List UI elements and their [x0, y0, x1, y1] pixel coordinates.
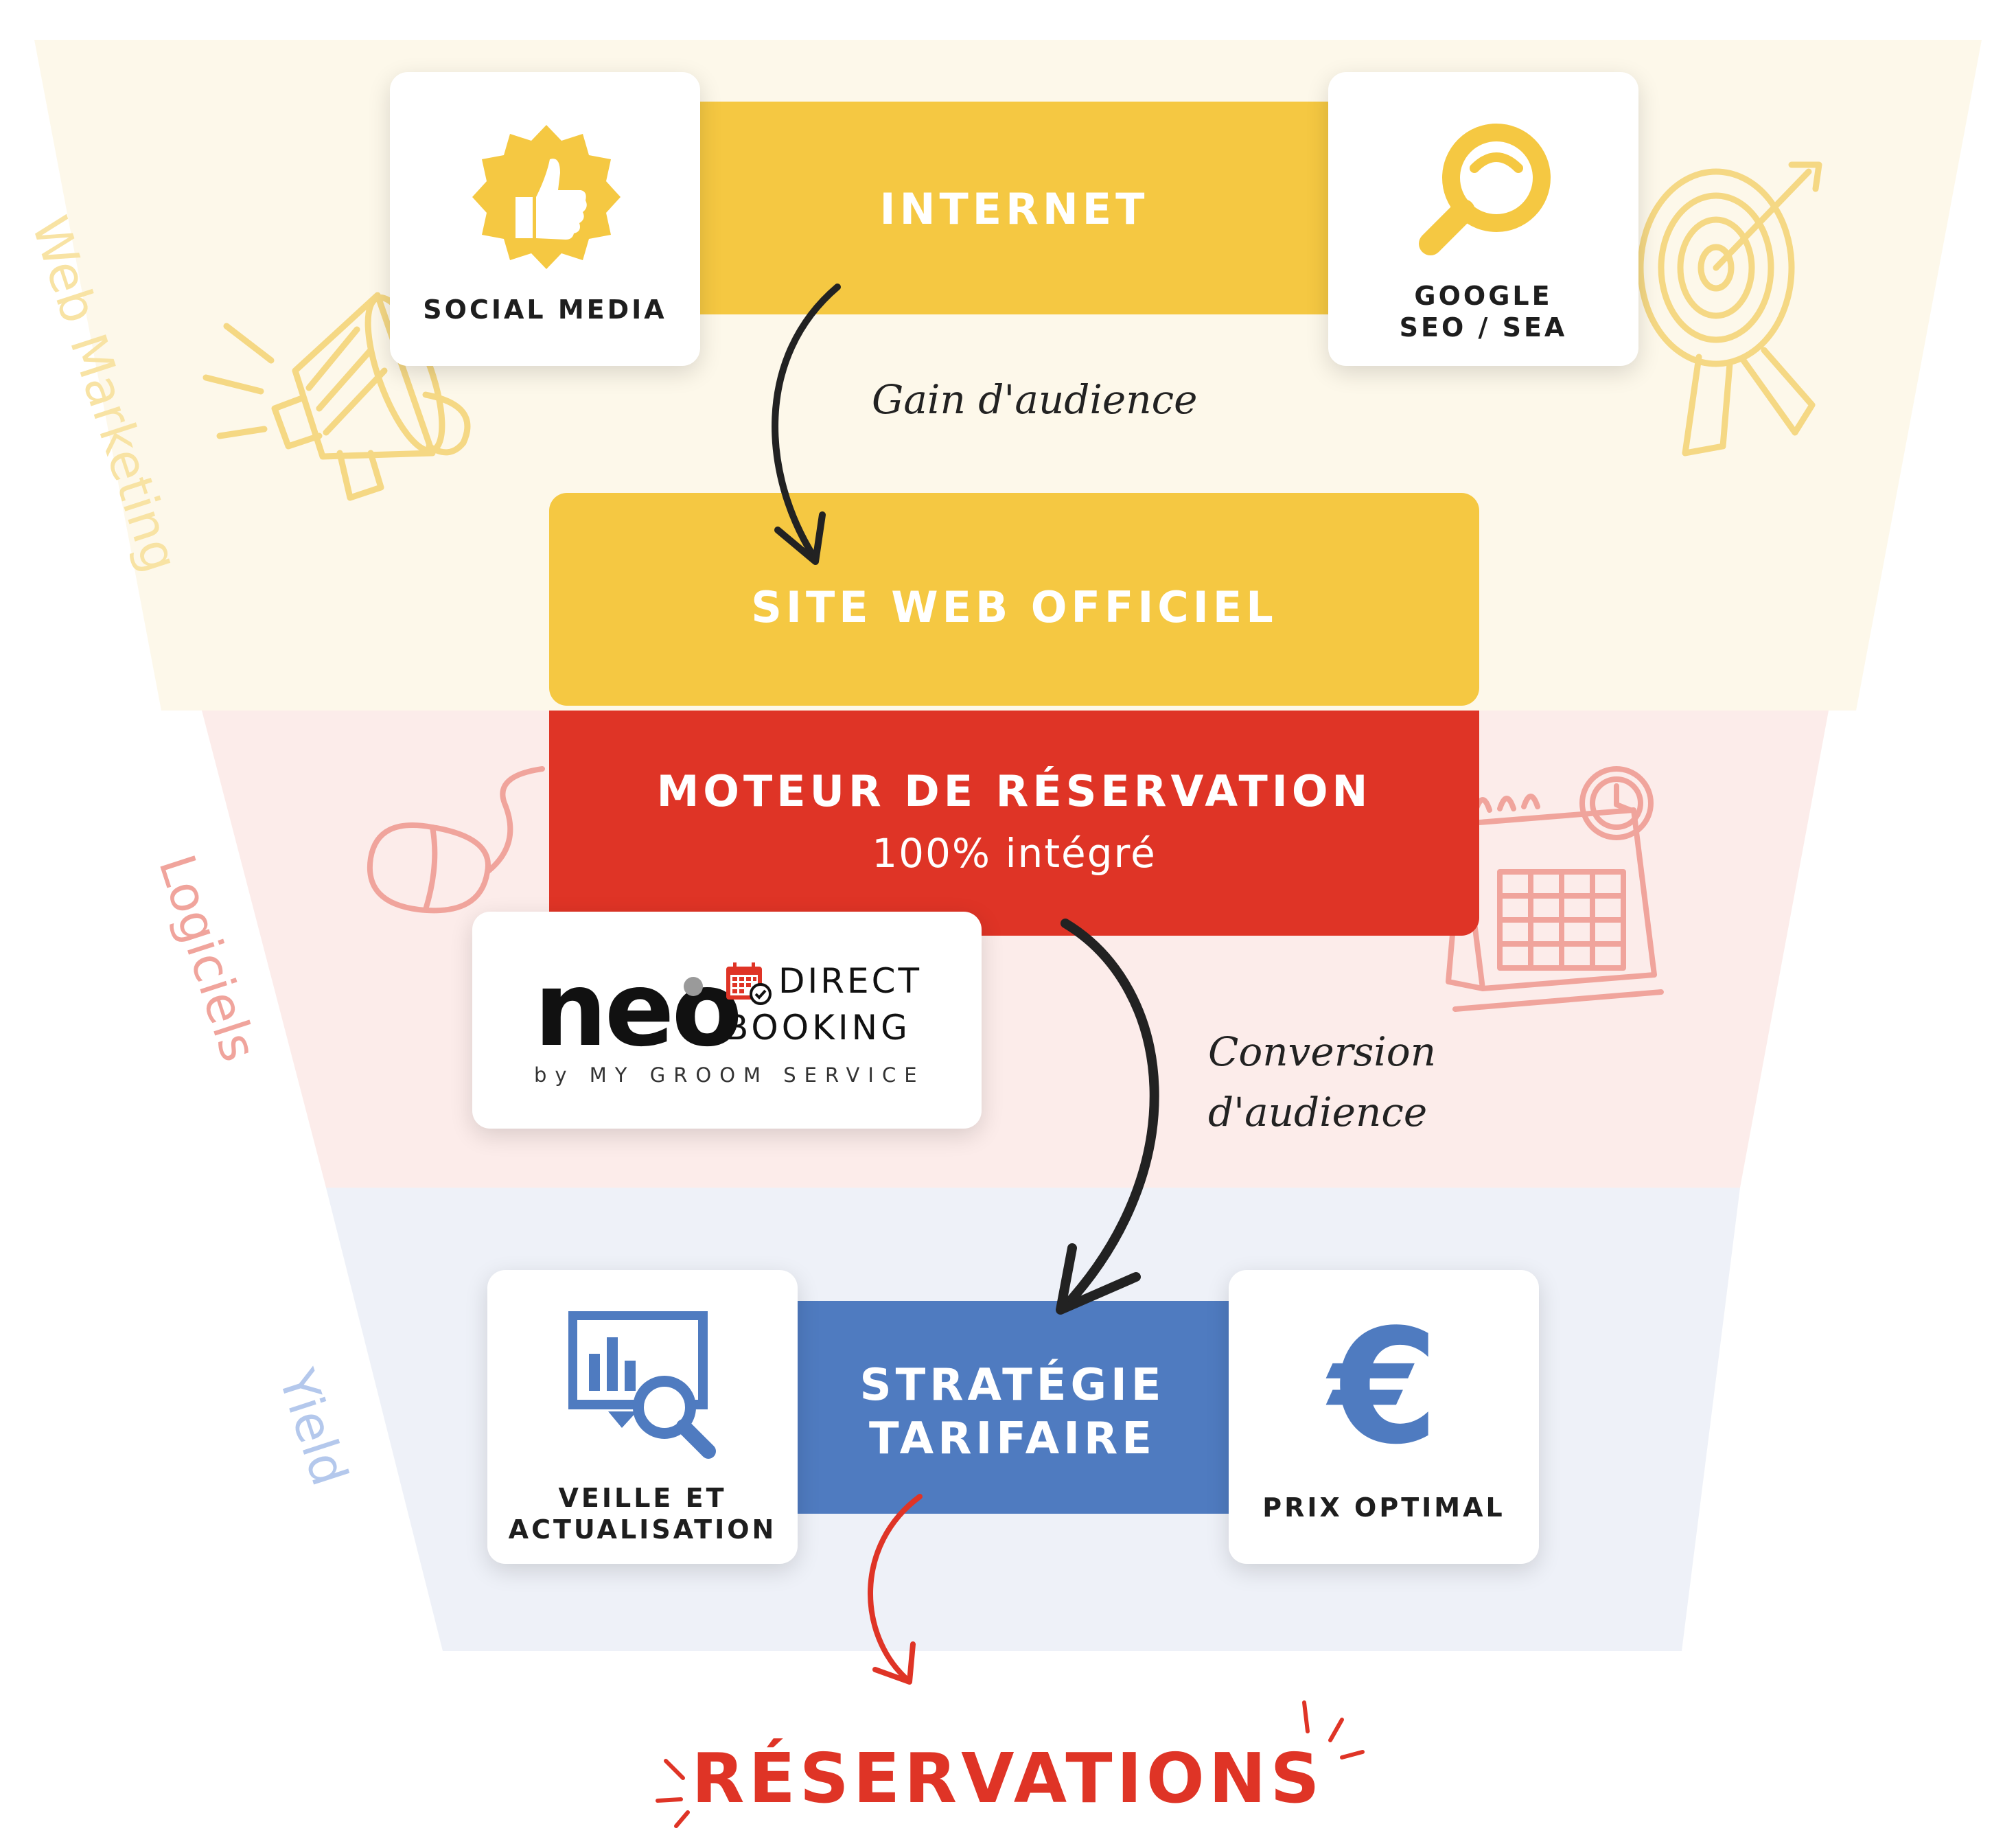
strategie-band — [789, 1301, 1236, 1514]
arrow-result — [868, 1494, 923, 1681]
magnifier-icon — [1419, 124, 1551, 255]
gain-label: Gain d'audience — [872, 376, 1198, 423]
conversion-label-line2: d'audience — [1208, 1089, 1428, 1135]
moteur-title: MOTEUR DE RÉSERVATION — [656, 766, 1372, 816]
google-card: GOOGLE SEO / SEA — [1328, 72, 1638, 366]
veille-label-line1: VEILLE ET — [558, 1483, 727, 1513]
veille-card: VEILLE ET ACTUALISATION — [487, 1270, 798, 1564]
conversion-label-line1: Conversion — [1208, 1028, 1437, 1075]
calendar-check-icon — [726, 962, 772, 1005]
internet-band — [697, 102, 1332, 314]
neo-byline: by MY GROOM SERVICE — [534, 1063, 925, 1087]
site-web-title: SITE WEB OFFICIEL — [751, 582, 1277, 632]
neo-direct-text: DIRECT — [778, 961, 923, 1001]
internet-title: INTERNET — [879, 184, 1149, 234]
calendar-clock-icon — [1446, 766, 1664, 1012]
site-web-band — [549, 493, 1479, 706]
prix-optimal-label: PRIX OPTIMAL — [1262, 1492, 1505, 1523]
megaphone-icon — [202, 292, 471, 501]
veille-label-line2: ACTUALISATION — [508, 1514, 777, 1545]
google-label-line1: GOOGLE — [1414, 281, 1553, 311]
neo-brand-dot — [684, 977, 703, 996]
moteur-subtitle: 100% intégré — [872, 830, 1157, 877]
neo-direct-booking-card: neo DIRECT BOOKING by MY GROOM SERVICE — [472, 912, 982, 1129]
chart-magnifier-icon — [568, 1311, 716, 1459]
social-media-label: SOCIAL MEDIA — [423, 295, 667, 325]
neo-brand: neo — [534, 950, 743, 1070]
reservations-result: RÉSERVATIONS — [691, 1738, 1324, 1819]
euro-icon: € — [1328, 1296, 1439, 1479]
mouse-icon — [367, 766, 545, 914]
social-media-card: SOCIAL MEDIA — [390, 72, 700, 366]
arrow-result-head — [872, 1641, 916, 1685]
sparkle-right — [1302, 1700, 1365, 1759]
arrow-conversion-head — [1056, 1243, 1141, 1315]
thumbs-up-badge-icon — [472, 125, 621, 269]
sparkle-left — [656, 1759, 690, 1828]
google-label-line2: SEO / SEA — [1399, 312, 1568, 343]
arrow-conversion — [1059, 919, 1159, 1313]
moteur-band — [549, 711, 1479, 936]
strategie-title-line2: TARIFAIRE — [868, 1413, 1157, 1464]
prix-optimal-card: € PRIX OPTIMAL — [1229, 1270, 1539, 1564]
target-icon — [1637, 161, 1822, 457]
arrow-gain-head — [774, 511, 826, 565]
neo-booking-text: BOOKING — [725, 1008, 911, 1048]
arrow-gain — [772, 284, 841, 559]
strategie-title-line1: STRATÉGIE — [859, 1360, 1166, 1411]
